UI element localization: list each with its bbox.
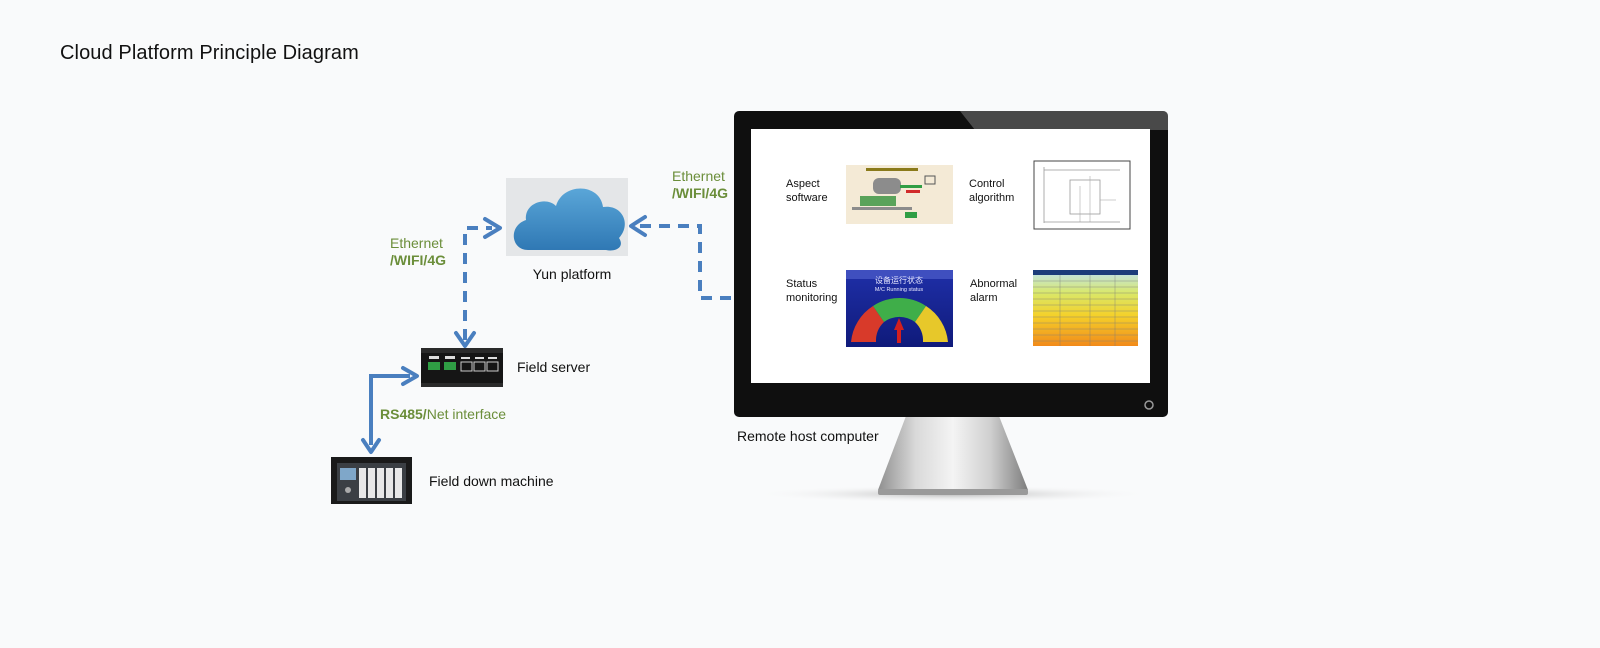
link-label-line1: Ethernet [672, 168, 725, 184]
cloud-icon [513, 188, 625, 251]
screen-item-control-algorithm: Control algorithm [969, 160, 1131, 230]
dashed-connector [640, 224, 762, 300]
scada-process-thumbnail [846, 165, 953, 224]
remote-host-node: Aspect software Control algorithm [734, 111, 1168, 503]
arrowhead-to-server [454, 331, 476, 348]
rs485-bold: RS485/ [380, 406, 427, 422]
arrowhead-to-server-solid [401, 366, 419, 386]
arrowhead-to-cloud [483, 217, 502, 239]
gauge-status-thumbnail: 设备运行状态 M/C Running status [846, 270, 953, 347]
gateway-device-icon [421, 348, 503, 387]
field-server-node: Field server [421, 348, 590, 387]
link-cloud-to-host [640, 224, 762, 300]
screen-item-label-line1: Aspect [786, 178, 820, 190]
link-label-rs485: RS485/Net interface [380, 406, 506, 422]
solid-connector [369, 374, 410, 445]
net-interface-text: Net interface [427, 406, 507, 422]
control-schematic-thumbnail [1033, 160, 1131, 230]
screen-item-label-line2: algorithm [969, 192, 1014, 204]
alarm-table-thumbnail [1033, 270, 1138, 346]
link-server-to-machine [369, 374, 410, 445]
arrowhead-to-machine [361, 438, 381, 454]
remote-host-label: Remote host computer [737, 428, 879, 444]
screen-item-label-line2: alarm [970, 292, 998, 304]
arrowhead-to-cloud-right [629, 215, 647, 237]
link-cloud-to-server [463, 226, 492, 340]
gauge-title-en: M/C Running status [875, 287, 924, 293]
screen-item-label-line2: monitoring [786, 292, 837, 304]
screen-item-status-monitoring: Status monitoring 设备运行状态 M/C Running sta… [786, 270, 953, 347]
page-title: Cloud Platform Principle Diagram [60, 42, 359, 64]
plc-device-icon [331, 457, 412, 504]
screen-item-abnormal-alarm: Abnormal alarm [970, 270, 1138, 346]
screen-item-label-line1: Status [786, 278, 818, 290]
field-down-machine-label: Field down machine [429, 473, 554, 489]
gauge-title-cn: 设备运行状态 [875, 275, 923, 285]
screen-item-label-line2: software [786, 192, 828, 204]
monitor-glare [960, 111, 1168, 130]
screen-item-aspect-software: Aspect software [786, 165, 953, 224]
field-server-label: Field server [517, 359, 590, 375]
screen-item-label-line1: Abnormal [970, 278, 1017, 290]
cloud-node: Yun platform [506, 178, 628, 282]
link-label-line2: /WIFI/4G [672, 185, 728, 201]
screen-item-label-line1: Control [969, 178, 1004, 190]
link-label-line2: /WIFI/4G [390, 252, 446, 268]
cloud-label: Yun platform [533, 266, 612, 282]
link-label-line1: Ethernet [390, 235, 443, 251]
monitor-base [878, 489, 1028, 495]
field-down-machine-node: Field down machine [331, 457, 554, 504]
power-button-icon[interactable] [1144, 400, 1154, 410]
monitor-stand [878, 416, 1028, 490]
dashed-connector [463, 226, 492, 340]
